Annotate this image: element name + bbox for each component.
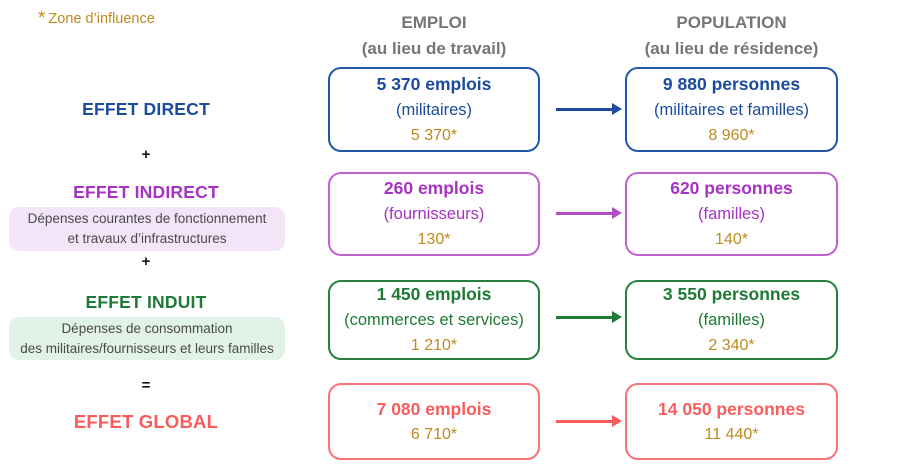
description-line: et travaux d’infrastructures [67, 231, 227, 246]
population-zone-value: 140* [715, 231, 748, 248]
induit-population-box: 3 550 personnes (familles) 2 340* [625, 280, 838, 360]
population-zone-value: 2 340* [708, 337, 755, 354]
description-line: des militaires/fournisseurs et leurs fam… [20, 340, 274, 356]
population-zone-value: 8 960* [708, 126, 755, 144]
emploi-value: 5 370 emplois [376, 73, 492, 94]
right-arrow-icon [556, 311, 622, 323]
emploi-value: 7 080 emplois [376, 398, 492, 419]
indirect-population-box: 620 personnes (familles) 140* [625, 172, 838, 256]
zone-note-label: Zone d’influence [48, 11, 155, 27]
effect-induit-description: Dépenses de consommation des militaires/… [9, 317, 285, 360]
population-value: 3 550 personnes [662, 284, 801, 304]
effect-global-label: EFFET GLOBAL [73, 411, 219, 432]
emploi-zone-value: 130* [417, 231, 451, 248]
asterisk-marker: * [38, 8, 46, 29]
right-arrow-icon [556, 207, 622, 219]
effect-direct-label: EFFET DIRECT [82, 99, 210, 119]
global-population-box: 14 050 personnes 11 440* [625, 383, 838, 460]
emploi-value: 1 450 emplois [376, 284, 492, 304]
description-line: Dépenses de consommation [61, 320, 233, 336]
emploi-subtitle: (au lieu de travail) [361, 39, 507, 58]
emploi-column-header: EMPLOI (au lieu de travail) [318, 10, 550, 62]
global-emploi-box: 7 080 emplois 6 710* [328, 383, 540, 460]
effect-indirect-description: Dépenses courantes de fonctionnement et … [9, 207, 285, 251]
population-detail: (militaires et familles) [654, 100, 809, 119]
right-arrow-icon [556, 103, 622, 115]
effect-indirect-label: EFFET INDIRECT [73, 182, 219, 202]
emploi-title: EMPLOI [401, 13, 467, 32]
description-line: Dépenses courantes de fonctionnement [27, 211, 267, 226]
population-column-header: POPULATION (au lieu de résidence) [615, 10, 848, 62]
zone-influence-note: *Zone d’influence [38, 8, 155, 30]
effect-induit-label: EFFET INDUIT [85, 292, 207, 312]
population-subtitle: (au lieu de résidence) [644, 39, 819, 58]
population-zone-value: 11 440* [704, 425, 759, 443]
population-value: 14 050 personnes [658, 398, 805, 419]
plus-operator-2: + [141, 253, 151, 270]
equals-operator: = [141, 377, 151, 394]
emploi-detail: (fournisseurs) [383, 205, 485, 223]
indirect-emploi-box: 260 emplois (fournisseurs) 130* [328, 172, 540, 256]
emploi-zone-value: 6 710* [410, 425, 458, 443]
right-arrow-icon [556, 415, 622, 427]
population-value: 620 personnes [670, 178, 793, 198]
induit-emploi-box: 1 450 emplois (commerces et services) 1 … [328, 280, 540, 360]
emploi-zone-value: 5 370* [410, 126, 458, 144]
population-detail: (familles) [698, 311, 765, 329]
population-value: 9 880 personnes [662, 73, 801, 94]
emploi-zone-value: 1 210* [410, 337, 458, 354]
population-detail: (familles) [698, 205, 765, 223]
population-title: POPULATION [676, 13, 787, 32]
emploi-value: 260 emplois [383, 178, 485, 198]
direct-emploi-box: 5 370 emplois (militaires) 5 370* [328, 67, 540, 152]
emploi-detail: (commerces et services) [344, 311, 524, 329]
direct-population-box: 9 880 personnes (militaires et familles)… [625, 67, 838, 152]
plus-operator-1: + [141, 146, 151, 163]
emploi-detail: (militaires) [395, 100, 473, 119]
